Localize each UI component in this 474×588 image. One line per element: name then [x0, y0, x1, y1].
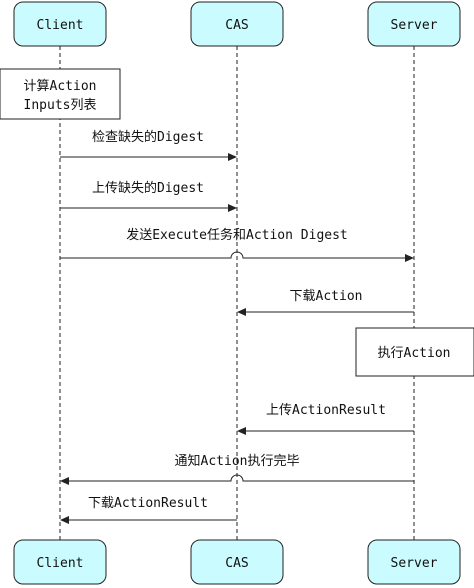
actor-top-client: Client [13, 1, 107, 47]
message-notify-done: 通知Action执行完毕 [60, 453, 414, 485]
message-send-execute: 发送Execute任务和Action Digest [60, 227, 414, 262]
arrow-head [228, 204, 237, 212]
message-label: 发送Execute任务和Action Digest [126, 227, 348, 243]
message-upload-action-result: 上传ActionResult [237, 403, 414, 435]
arrow-head [60, 516, 69, 524]
message-download-action: 下载Action [237, 289, 414, 316]
message-label: 检查缺失的Digest [92, 129, 204, 145]
arrow-head [60, 477, 69, 485]
message-check-missing-digest: 检查缺失的Digest [60, 129, 237, 161]
message-label: 下载ActionResult [88, 496, 208, 511]
arrow-head [405, 254, 414, 262]
actor-bottom-client: Client [13, 539, 107, 585]
note-line: Inputs列表 [24, 98, 97, 113]
message-label: 上传ActionResult [266, 403, 386, 418]
actor-label: Server [391, 18, 438, 33]
note-execute-action: 执行Action [355, 327, 474, 377]
actor-bottom-server: Server [367, 539, 461, 585]
actor-label: Client [37, 556, 84, 571]
message-line [60, 251, 406, 259]
arrow-head [237, 308, 246, 316]
message-download-action-result: 下载ActionResult [60, 496, 237, 524]
message-upload-missing-digest: 上传缺失的Digest [60, 180, 237, 212]
message-label: 上传缺失的Digest [92, 180, 204, 196]
actor-label: CAS [225, 18, 248, 33]
actor-top-cas: CAS [190, 1, 284, 47]
actor-top-server: Server [367, 1, 461, 47]
actor-label: Server [391, 556, 438, 571]
actor-label: CAS [225, 556, 248, 571]
message-line [68, 474, 414, 482]
note-line: 计算Action [24, 79, 97, 94]
note-compute-inputs: 计算Action Inputs列表 [0, 68, 121, 120]
arrow-head [237, 427, 246, 435]
note-line: 执行Action [378, 346, 451, 361]
message-label: 通知Action执行完毕 [175, 453, 300, 469]
actor-label: Client [37, 18, 84, 33]
message-label: 下载Action [290, 289, 363, 304]
arrow-head [228, 153, 237, 161]
actor-bottom-cas: CAS [190, 539, 284, 585]
